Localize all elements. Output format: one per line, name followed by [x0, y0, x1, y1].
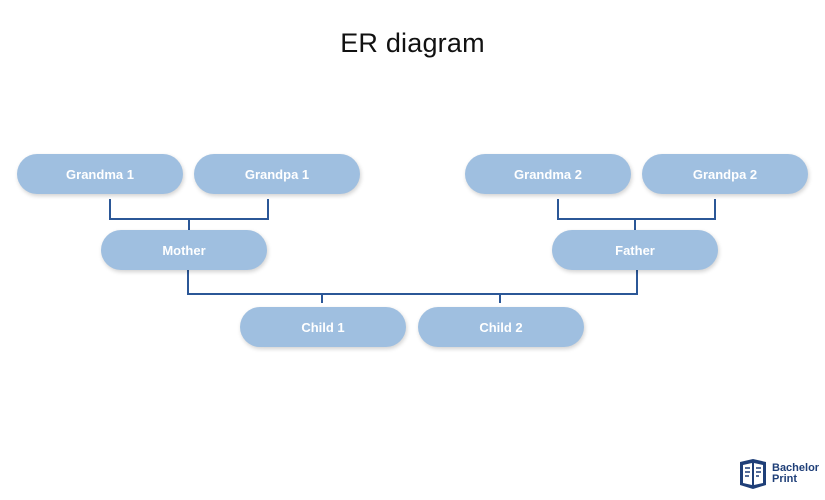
node-grandma-2: Grandma 2 [465, 154, 631, 194]
node-mother: Mother [101, 230, 267, 270]
connector-grandparents2 [557, 199, 716, 220]
connector-grandparents1 [109, 199, 269, 220]
logo-text-line-1: Bachelor [772, 462, 820, 474]
connector-parents [187, 270, 638, 295]
book-logo-icon [740, 459, 766, 489]
diagram-title: ER diagram [340, 28, 485, 58]
node-grandpa-2: Grandpa 2 [642, 154, 808, 194]
node-grandma-1: Grandma 1 [17, 154, 183, 194]
logo-text-line-2: Print [772, 473, 798, 485]
node-grandpa-1: Grandpa 1 [194, 154, 360, 194]
node-child-2: Child 2 [418, 307, 584, 347]
node-child-1: Child 1 [240, 307, 406, 347]
node-father: Father [552, 230, 718, 270]
bachelor-print-logo: Bachelor Print [738, 457, 820, 491]
